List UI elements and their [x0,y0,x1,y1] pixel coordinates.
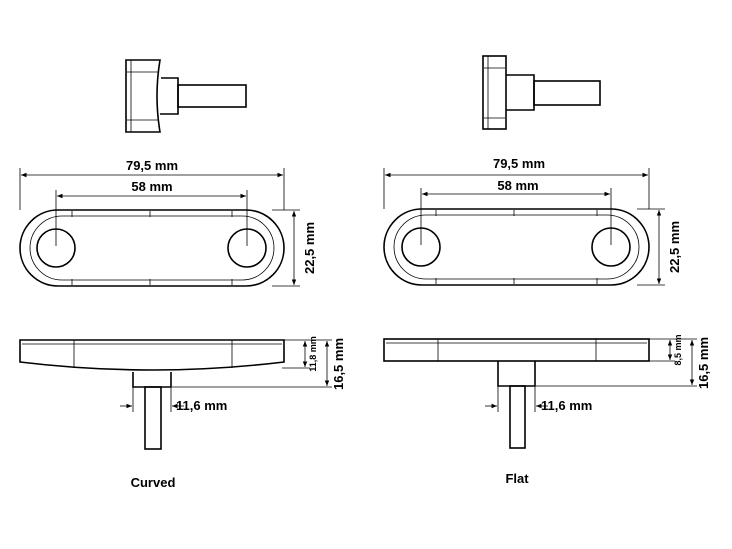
flat-hole-spacing-label: 58 mm [497,178,538,193]
curved-overall-length-dimension: 79,5 mm [19,158,285,210]
curved-width-label: 22,5 mm [302,222,317,274]
flat-height-dimensions: 8,5 mm 16,5 mm [536,334,711,389]
flat-overall-length-dimension: 79,5 mm [383,156,650,209]
curved-overall-length-label: 79,5 mm [126,158,178,173]
curved-body-height-label: 11,8 mm [308,336,318,372]
curved-top-view [19,209,285,287]
curved-width-dimension: 22,5 mm [272,209,317,287]
flat-body-height-label: 8,5 mm [673,334,683,365]
flat-front-view [383,338,650,449]
flat-stem-width-label: 11,6 mm [541,398,592,413]
flat-total-height-label: 16,5 mm [696,337,711,389]
flat-side-profile [482,55,601,130]
curved-hole-spacing-label: 58 mm [131,179,172,194]
curved-hole-spacing-dimension: 58 mm [55,179,248,246]
curved-front-view [19,339,285,450]
curved-stem-width-label: 11,6 mm [176,398,227,413]
curved-side-profile [125,59,247,133]
flat-hole-spacing-dimension: 58 mm [420,178,612,245]
flat-variant: 79,5 mm 58 mm 22,5 mm [383,55,711,486]
flat-overall-length-label: 79,5 mm [493,156,545,171]
curved-total-height-label: 16,5 mm [331,338,346,390]
flat-top-view [383,208,650,286]
curved-height-dimensions: 11,8 mm 16,5 mm [172,336,346,390]
curved-caption: Curved [131,475,176,490]
flat-width-label: 22,5 mm [667,221,682,273]
flat-stem-dimension: 11,6 mm [485,386,592,413]
flat-width-dimension: 22,5 mm [637,208,682,286]
flat-caption: Flat [505,471,529,486]
curved-stem-dimension: 11,6 mm [120,387,227,413]
curved-variant: 79,5 mm 58 mm 22,5 mm [19,59,346,490]
